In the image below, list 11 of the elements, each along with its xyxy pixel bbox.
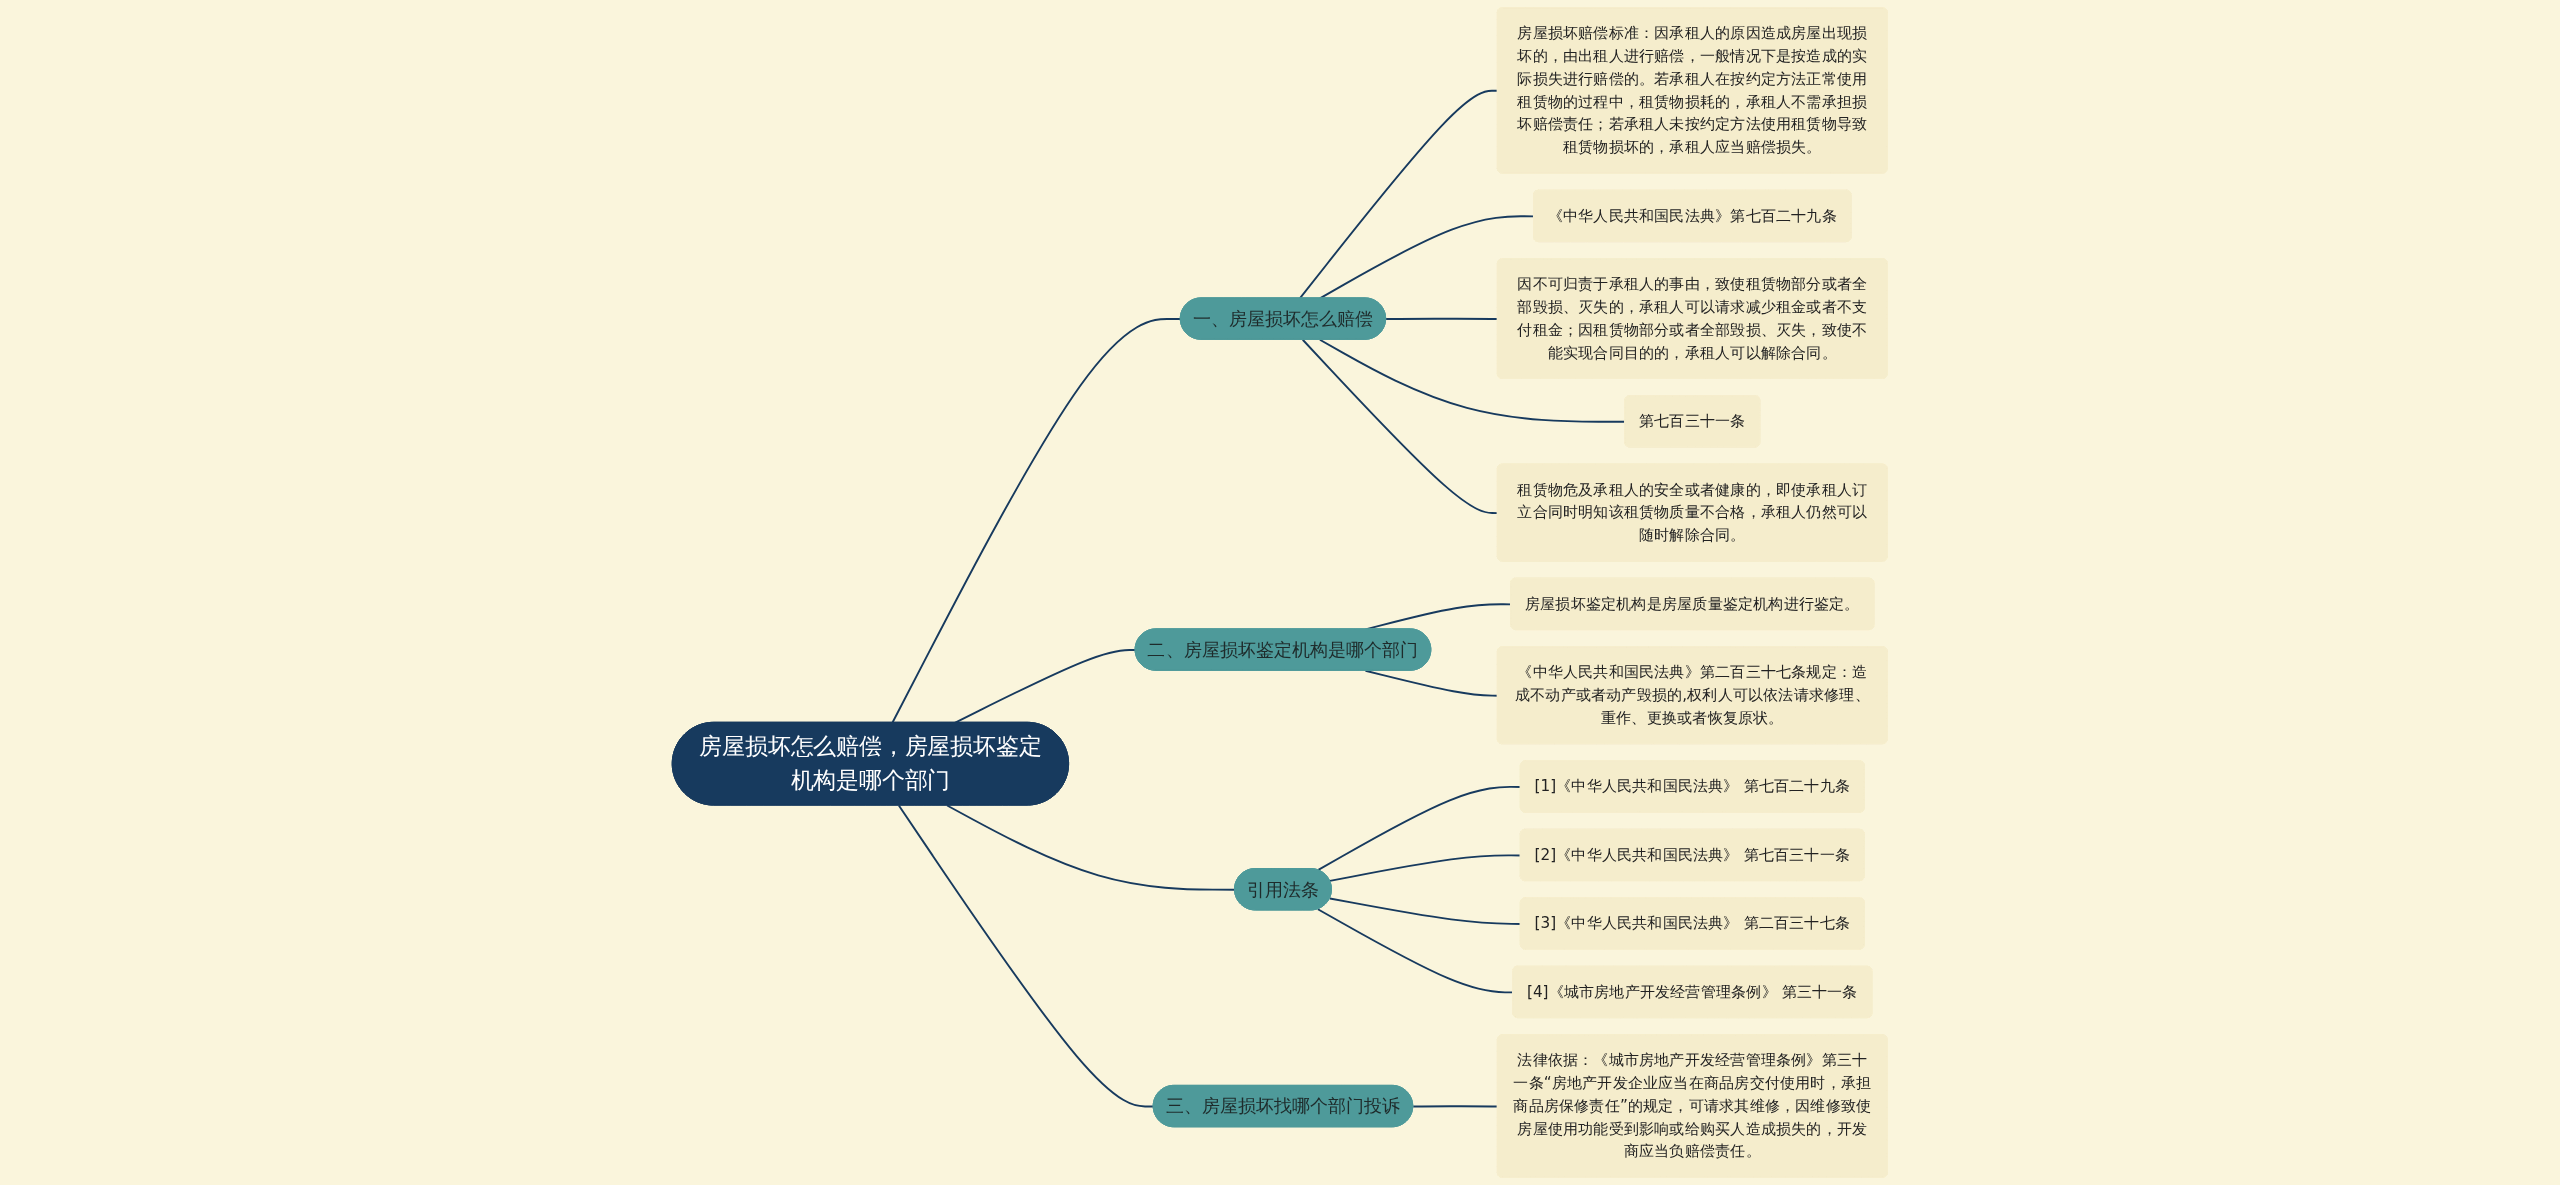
- connector: [1302, 338, 1499, 515]
- connector: [1412, 1105, 1499, 1108]
- connector: [954, 649, 1137, 724]
- connector: [1385, 317, 1499, 321]
- connector: [1319, 338, 1627, 423]
- connector: [898, 804, 1155, 1108]
- connector: [1317, 785, 1522, 872]
- connector: [1329, 854, 1522, 882]
- connector: [1329, 897, 1522, 925]
- connector: [1364, 669, 1499, 697]
- connector: [891, 318, 1182, 724]
